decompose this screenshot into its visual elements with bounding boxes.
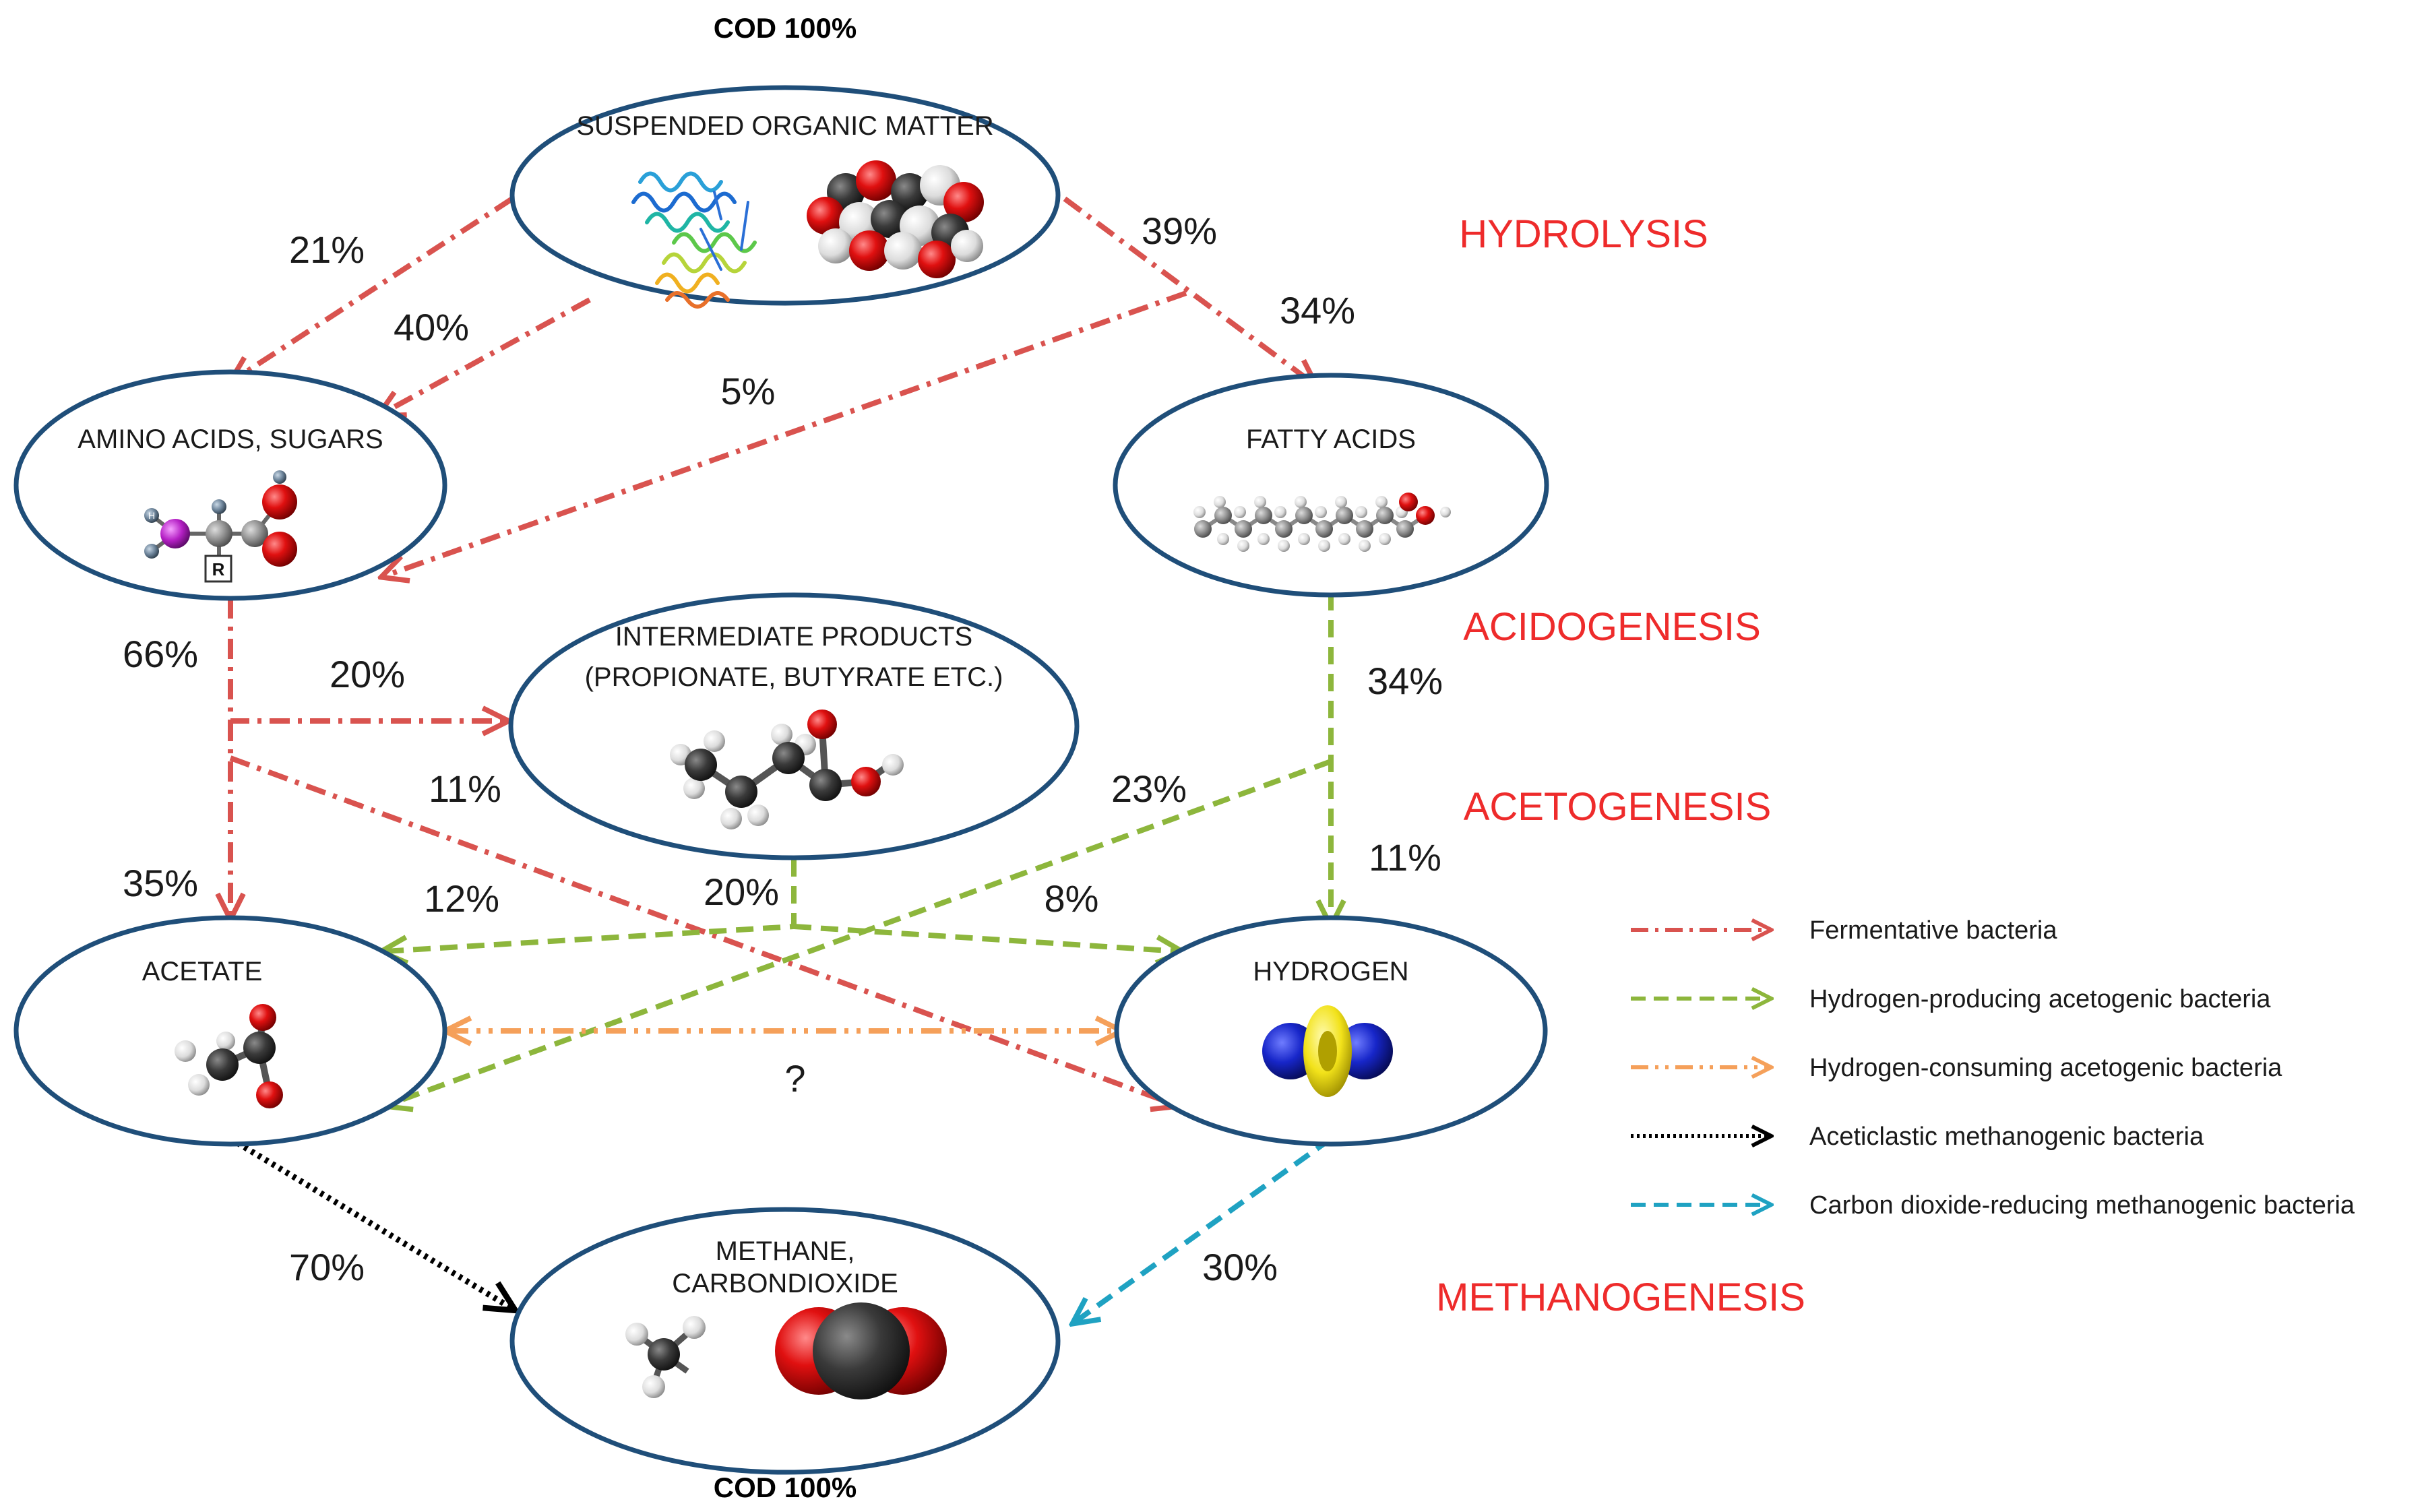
pct-amino-to-intermediate-20: 20% [330, 653, 405, 695]
cod-top-label: COD 100% [714, 12, 857, 44]
arrow-organic-to-amino-5 [384, 290, 1187, 576]
hydrogen-orbital-icon [1262, 1005, 1393, 1097]
pct-organic-to-amino-21: 21% [289, 228, 365, 271]
acetate-molecule-icon [175, 1004, 283, 1108]
label-amino-acids-sugars: AMINO ACIDS, SUGARS [77, 424, 383, 454]
pct-intermediate-20: 20% [704, 871, 779, 913]
pct-fatty-34: 34% [1367, 660, 1443, 702]
legend-label-aceticlastic: Aceticlastic methanogenic bacteria [1809, 1123, 2204, 1151]
protein-ribbon-icon [631, 171, 757, 309]
pct-organic-to-amino-5: 5% [721, 370, 776, 412]
legend-label-h2-producing: Hydrogen-producing acetogenic bacteria [1809, 985, 2271, 1013]
pathway-arrows [228, 196, 1333, 1322]
node-amino-acids-sugars [13, 369, 447, 601]
pct-fatty-to-acetate-23: 23% [1111, 767, 1187, 810]
question-mark: ? [784, 1057, 805, 1100]
node-intermediate-products [508, 592, 1080, 860]
label-carbondioxide: CARBONDIOXIDE [672, 1269, 898, 1298]
arrow-organic-to-amino-21 [232, 196, 514, 381]
amino-acid-molecule-icon: H R [144, 470, 297, 583]
pct-intermediate-to-acetate-12: 12% [424, 877, 499, 920]
pct-hydrogen-to-methane-30: 30% [1202, 1246, 1278, 1288]
arrow-organic-to-fatty [1063, 196, 1314, 384]
pct-amino-to-acetate-35: 35% [123, 862, 198, 904]
pct-amino-66: 66% [123, 633, 198, 675]
pct-intermediate-to-hydrogen-8: 8% [1045, 877, 1099, 920]
pct-fatty-to-hydrogen-11: 11% [1369, 836, 1441, 879]
percentage-labels: 21% 40% 5% 39% 34% 66% 20% 34% 11% 23% 1… [123, 210, 1443, 1288]
label-fatty-acids: FATTY ACIDS [1246, 424, 1416, 454]
legend-label-h2-consuming: Hydrogen-consuming acetogenic bacteria [1809, 1054, 2282, 1082]
arrow-hydrogen-to-methane [1075, 1136, 1333, 1322]
stage-methanogenesis: METHANOGENESIS [1436, 1275, 1805, 1319]
stage-acetogenesis: ACETOGENESIS [1464, 785, 1772, 829]
pct-amino-to-hydrogen-11: 11% [429, 767, 501, 810]
cod-bottom-label: COD 100% [714, 1472, 857, 1503]
node-fatty-acids [1113, 373, 1549, 598]
legend [1631, 930, 1769, 1205]
svg-text:H: H [148, 510, 155, 521]
butyrate-molecule-icon [670, 710, 904, 829]
arrow-intermediate-to-hydrogen [793, 924, 1179, 951]
label-acetate: ACETATE [142, 957, 263, 986]
label-methane: METHANE, [716, 1236, 855, 1266]
arrow-acetate-to-methane [228, 1136, 512, 1309]
pct-organic-39: 39% [1142, 210, 1217, 252]
pct-organic-to-amino-40: 40% [394, 306, 469, 348]
stage-hydrolysis: HYDROLYSIS [1459, 212, 1708, 256]
legend-label-co2-reducing: Carbon dioxide-reducing methanogenic bac… [1809, 1191, 2355, 1220]
label-intermediate-products: INTERMEDIATE PRODUCTS [615, 622, 972, 652]
r-group-label: R [212, 559, 225, 579]
carbohydrate-molecule-icon [807, 160, 984, 278]
node-acetate [13, 915, 447, 1147]
legend-label-fermentative: Fermentative bacteria [1809, 916, 2057, 945]
pct-organic-to-fatty-34: 34% [1280, 289, 1355, 332]
arrow-amino-to-hydrogen [229, 755, 1176, 1105]
methane-molecule-icon [625, 1316, 706, 1398]
label-intermediate-products-examples: (PROPIONATE, BUTYRATE ETC.) [585, 662, 1003, 692]
carbon-dioxide-molecule-icon [775, 1302, 947, 1399]
stage-acidogenesis: ACIDOGENESIS [1463, 605, 1761, 649]
fatty-acid-molecule-icon [1193, 493, 1451, 552]
label-hydrogen: HYDROGEN [1253, 957, 1408, 986]
label-suspended-organic-matter: SUSPENDED ORGANIC MATTER [576, 111, 993, 141]
pct-acetate-to-methane-70: 70% [289, 1246, 365, 1288]
